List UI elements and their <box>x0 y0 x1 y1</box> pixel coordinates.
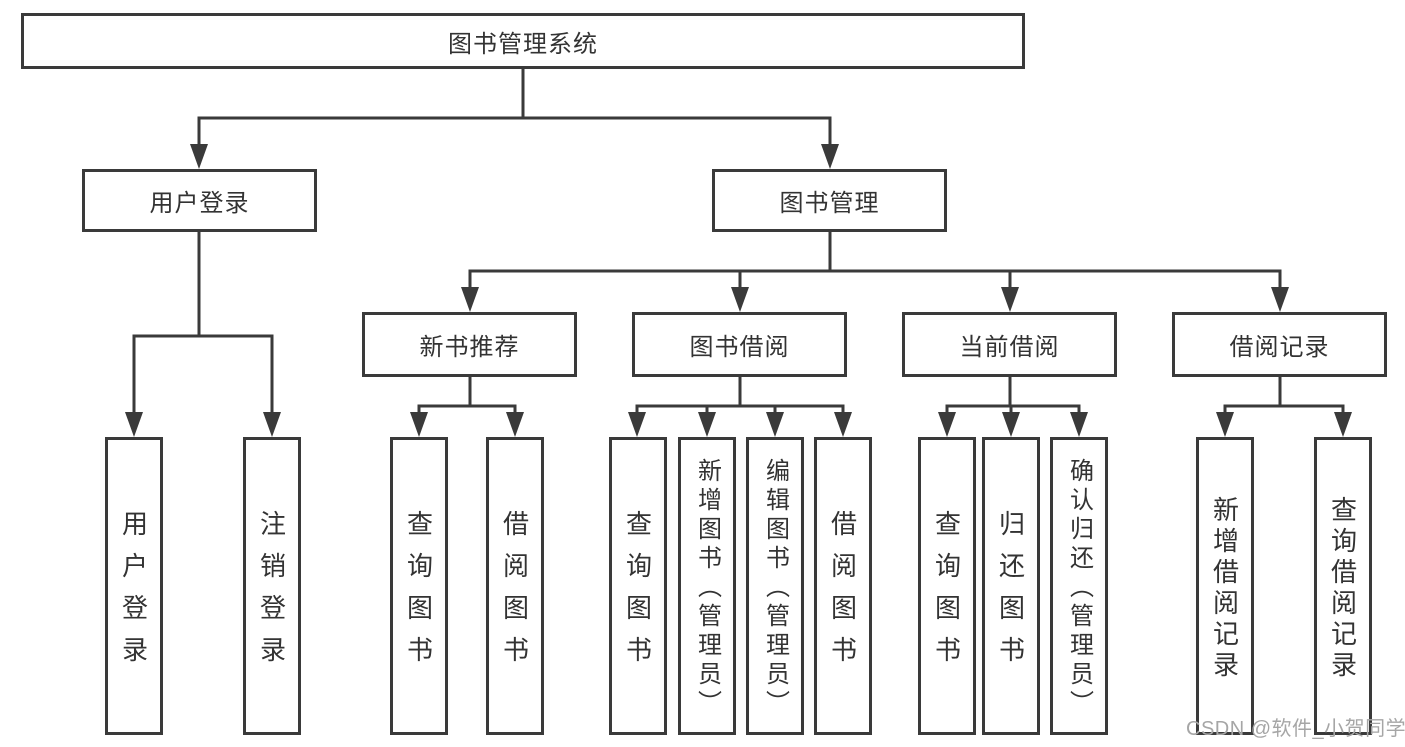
leaf-user-login: 用户登录 <box>105 437 163 735</box>
node-borrow-records: 借阅记录 <box>1172 312 1387 377</box>
node-user-login: 用户登录 <box>82 169 317 232</box>
leaf-add-books-admin: 新增图书（管理员） <box>678 437 736 735</box>
leaf-return-books: 归还图书 <box>982 437 1040 735</box>
node-new-book-recommend: 新书推荐 <box>362 312 577 377</box>
leaf-query-borrow-record: 查询借阅记录 <box>1314 437 1372 735</box>
node-book-borrow: 图书借阅 <box>632 312 847 377</box>
leaf-borrow-books-newbook: 借阅图书 <box>486 437 544 735</box>
leaf-borrow-books: 借阅图书 <box>814 437 872 735</box>
leaf-query-books-newbook: 查询图书 <box>390 437 448 735</box>
leaf-confirm-return-admin: 确认归还（管理员） <box>1050 437 1108 735</box>
csdn-watermark: CSDN @软件_小贺同学 <box>1186 718 1405 740</box>
node-current-borrow: 当前借阅 <box>902 312 1117 377</box>
leaf-edit-books-admin: 编辑图书（管理员） <box>746 437 804 735</box>
leaf-logout: 注销登录 <box>243 437 301 735</box>
leaf-query-books-current: 查询图书 <box>918 437 976 735</box>
leaf-query-books-borrow: 查询图书 <box>609 437 667 735</box>
node-book-management: 图书管理 <box>712 169 947 232</box>
leaf-add-borrow-record: 新增借阅记录 <box>1196 437 1254 735</box>
node-system-root: 图书管理系统 <box>21 13 1025 69</box>
